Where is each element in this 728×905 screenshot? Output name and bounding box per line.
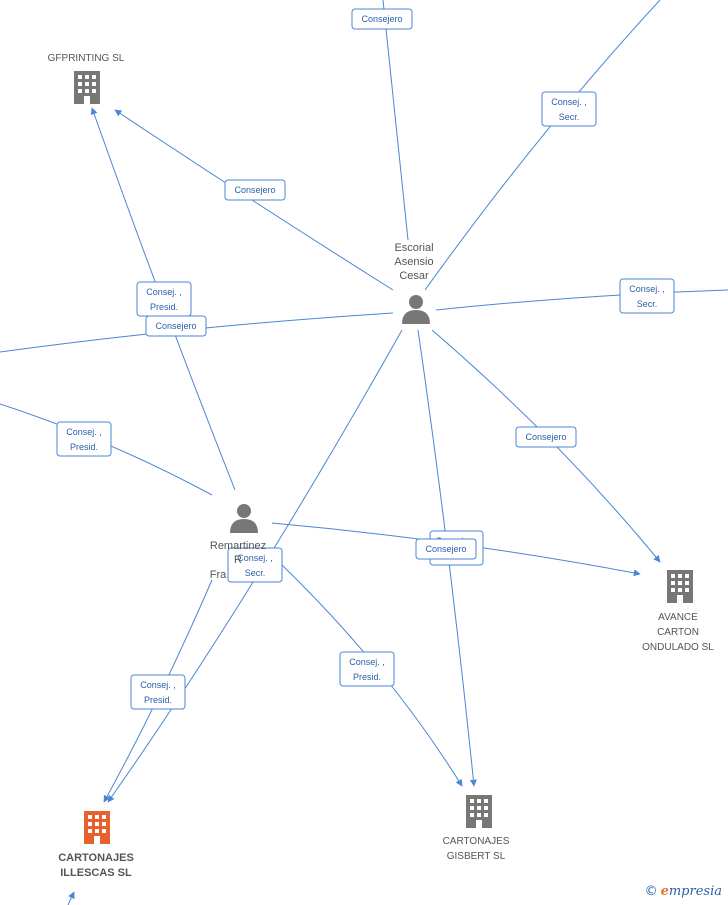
company-node-gfprinting[interactable]: GFPRINTING SL bbox=[48, 53, 125, 104]
company-name-line-2: CARTON bbox=[657, 627, 699, 638]
edge-label-right-secr[interactable]: Consej. , Secr. bbox=[619, 278, 675, 314]
edge-top-escorial bbox=[382, 0, 409, 241]
company-name-line-2: ILLESCAS SL bbox=[60, 867, 132, 879]
person-name-line-3: Fra bbox=[210, 569, 227, 581]
edge-right-escorial bbox=[435, 289, 728, 311]
svg-text:Consejero: Consejero bbox=[234, 185, 275, 195]
edge-label-gf-presid[interactable]: Consej. , Presid. bbox=[136, 281, 192, 317]
svg-text:Consej. ,: Consej. , bbox=[140, 680, 176, 690]
svg-text:Presid.: Presid. bbox=[353, 672, 381, 682]
empresia-logo: ©empresia bbox=[645, 884, 722, 899]
person-node-remartinez[interactable]: Remartinez R Fra bbox=[210, 504, 266, 581]
company-node-gisbert[interactable]: CARTONAJES GISBERT SL bbox=[443, 795, 510, 862]
company-name-line-1: CARTONAJES bbox=[58, 852, 134, 864]
edge-label-gisbert-consejero[interactable]: Consejero bbox=[415, 538, 477, 560]
edge-label-avance-consejero[interactable]: Consejero bbox=[515, 426, 577, 448]
person-name-line-1: Escorial bbox=[394, 242, 433, 254]
building-icon bbox=[74, 71, 100, 104]
svg-text:Consejero: Consejero bbox=[525, 432, 566, 442]
company-name-line-1: CARTONAJES bbox=[443, 836, 510, 847]
building-icon bbox=[466, 795, 492, 828]
edge-label-top-right-secr[interactable]: Consej. , Secr. bbox=[541, 91, 597, 127]
person-node-escorial[interactable]: Escorial Asensio Cesar bbox=[394, 242, 434, 324]
svg-text:Consej. ,: Consej. , bbox=[551, 97, 587, 107]
edge-label-gf-consejero[interactable]: Consejero bbox=[224, 179, 286, 201]
edge-label-center-secr[interactable]: Consej. , Secr. bbox=[227, 547, 283, 583]
edge-label-top-consejero[interactable]: Consejero bbox=[351, 8, 413, 30]
building-icon-main bbox=[84, 811, 110, 844]
person-name-line-1: Remartinez bbox=[210, 540, 266, 552]
svg-text:Consej. ,: Consej. , bbox=[349, 657, 385, 667]
company-name-line-3: ONDULADO SL bbox=[642, 642, 714, 653]
company-name-line-1: AVANCE bbox=[658, 612, 698, 623]
edge-escorial-illescas bbox=[107, 329, 403, 803]
svg-text:Consejero: Consejero bbox=[425, 544, 466, 554]
building-icon bbox=[667, 570, 693, 603]
copyright-icon: © bbox=[644, 884, 658, 899]
edge-label-left-presid[interactable]: Consej. , Presid. bbox=[56, 421, 112, 457]
svg-text:Consej. ,: Consej. , bbox=[66, 427, 102, 437]
edge-labels: Consejero Consej. , Secr. Consejero Cons… bbox=[56, 8, 675, 710]
svg-text:Consej. ,: Consej. , bbox=[237, 553, 273, 563]
brand-name: mpresia bbox=[668, 884, 722, 899]
edge-topright-escorial bbox=[424, 0, 661, 291]
company-node-illescas[interactable]: CARTONAJES ILLESCAS SL bbox=[58, 811, 134, 879]
person-name-line-2: Asensio bbox=[394, 256, 433, 268]
edge-label-illescas-presid[interactable]: Consej. , Presid. bbox=[130, 674, 186, 710]
company-name: GFPRINTING SL bbox=[48, 53, 125, 64]
edge-label-gisbert-presid[interactable]: Consej. , Presid. bbox=[339, 651, 395, 687]
svg-text:Presid.: Presid. bbox=[144, 695, 172, 705]
company-node-avance[interactable]: AVANCE CARTON ONDULADO SL bbox=[642, 570, 714, 653]
svg-text:Consej. ,: Consej. , bbox=[146, 287, 182, 297]
person-name-line-3: Cesar bbox=[399, 270, 429, 282]
person-icon bbox=[402, 295, 430, 324]
company-name-line-2: GISBERT SL bbox=[447, 851, 506, 862]
edge-bottom-illescas bbox=[67, 891, 75, 905]
brand-initial: e bbox=[660, 884, 669, 899]
svg-text:Presid.: Presid. bbox=[150, 302, 178, 312]
svg-text:Consej. ,: Consej. , bbox=[629, 284, 665, 294]
svg-text:Consejero: Consejero bbox=[361, 14, 402, 24]
person-name-line-2: R bbox=[234, 554, 242, 566]
edge-label-left-consejero[interactable]: Consejero bbox=[145, 315, 207, 337]
svg-text:Consejero: Consejero bbox=[155, 321, 196, 331]
person-icon bbox=[230, 504, 258, 533]
svg-text:Secr.: Secr. bbox=[245, 568, 266, 578]
svg-text:Secr.: Secr. bbox=[637, 299, 658, 309]
svg-text:Presid.: Presid. bbox=[70, 442, 98, 452]
svg-text:Secr.: Secr. bbox=[559, 112, 580, 122]
